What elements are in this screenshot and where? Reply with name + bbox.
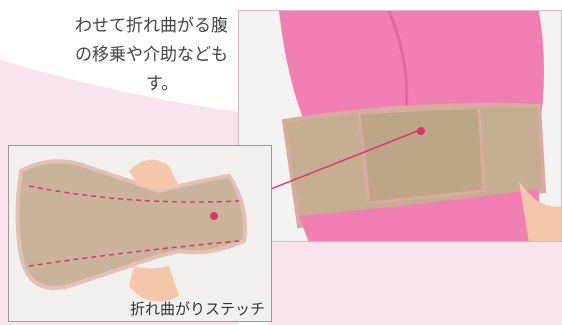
description-text: わせて折れ曲がる腹 の移乗や介助なども す。 [0,12,228,99]
stitch-closeup-photo: 折れ曲がりステッチ [8,145,272,322]
product-photo-main [238,10,562,242]
belt-on-model-illustration [279,11,561,241]
description-line-1: わせて折れ曲がる腹 [75,16,228,36]
description-line-2: の移乗や介助なども [75,45,228,65]
stitch-caption: 折れ曲がりステッチ [129,300,265,318]
description-line-3: す。 [146,74,179,94]
stitch-closeup-illustration [15,159,247,302]
